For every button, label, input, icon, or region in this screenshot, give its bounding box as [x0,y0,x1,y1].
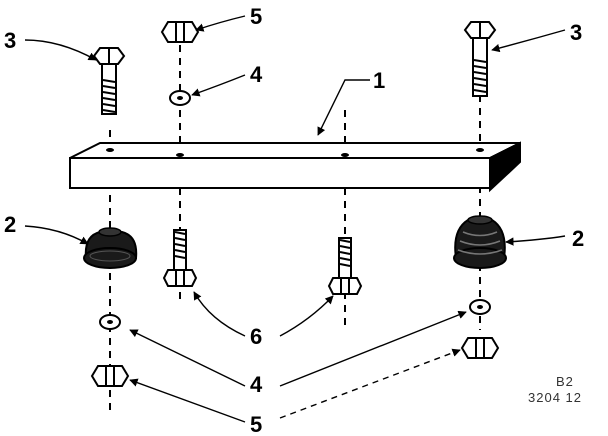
callout-4-bottom: 4 [250,372,263,397]
leader-5-bottom-right [279,348,461,419]
leader-3-right [491,29,566,53]
hex-nut-top [160,21,200,43]
leader-4-bottom-right [279,310,467,387]
callout-5-bottom: 5 [250,412,262,436]
leader-2-right [505,235,566,246]
lock-washer-bottom-right [469,299,491,315]
hex-nut-bottom-left [90,365,130,387]
rubber-bumper-left [83,227,138,269]
stud-bolt-right [327,237,363,295]
callout-3-left: 3 [4,28,16,53]
leader-5-bottom-left [129,378,246,423]
callouts: 1 2 2 3 3 4 4 5 5 6 [4,4,584,436]
lock-washer-bottom-left [99,314,121,330]
callout-5-top: 5 [250,4,262,29]
leader-1 [317,79,370,136]
leader-6-left [193,291,246,337]
hex-nut-bottom-right [460,337,500,359]
callout-3-right: 3 [570,20,582,45]
callout-6: 6 [250,324,262,349]
hex-bolt-top-left [92,47,126,115]
callout-4-top: 4 [250,62,263,87]
callout-2-left: 2 [4,212,16,237]
center-lines [109,45,481,410]
leader-lines [24,15,566,423]
mounting-bar [69,141,521,193]
stud-bolt-left [162,229,198,287]
callout-2-right: 2 [572,226,584,251]
drawing-code: B2 3204 12 [528,374,582,405]
leader-6-right [279,295,334,337]
hex-bolt-top-right [463,21,497,97]
leader-3-left [24,39,97,61]
leader-5-top [195,15,246,32]
leader-4-bottom-left [129,329,246,387]
leader-4-top [191,74,246,97]
lock-washer-top [169,90,191,106]
rubber-bumper-right [453,215,507,269]
leader-2-left [24,225,89,245]
drawing-code-line-1: B2 [556,374,574,389]
callout-1: 1 [373,68,385,93]
drawing-code-line-2: 3204 12 [528,390,582,405]
